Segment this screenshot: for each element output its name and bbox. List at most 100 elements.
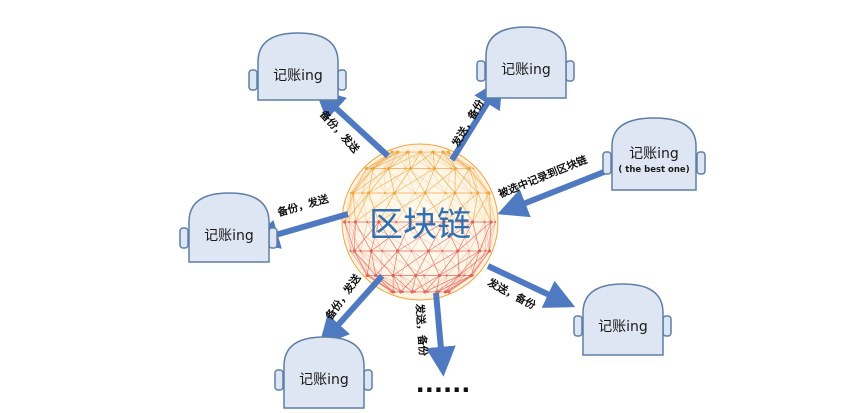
- mesh-line: [348, 192, 354, 223]
- mesh-line: [466, 168, 488, 194]
- mesh-line: [432, 152, 435, 169]
- mesh-line: [414, 168, 430, 194]
- mesh-line: [360, 221, 368, 252]
- mesh-line: [443, 192, 478, 223]
- mesh-line: [350, 168, 371, 194]
- mesh-line: [395, 221, 412, 252]
- mesh-line: [355, 192, 395, 223]
- mesh-line: [368, 275, 404, 293]
- arrow-to-top-right: [449, 77, 503, 162]
- mesh-line: [442, 250, 465, 276]
- node-label-top-right: 记账ing: [501, 62, 551, 78]
- mesh-line: [472, 192, 479, 223]
- mesh-line: [366, 275, 394, 293]
- mesh-line: [488, 192, 496, 223]
- mesh-line: [479, 221, 492, 252]
- mesh-line: [468, 221, 485, 252]
- mesh-node: [471, 220, 475, 224]
- mesh-line: [454, 168, 456, 194]
- mesh-line: [367, 221, 412, 252]
- mesh-node: [469, 273, 473, 278]
- mesh-line: [423, 275, 440, 293]
- mesh-line: [460, 192, 472, 223]
- mesh-line: [415, 250, 458, 276]
- mesh-line: [419, 151, 430, 169]
- mesh-line: [350, 250, 368, 276]
- mesh-node: [489, 220, 493, 224]
- mesh-line: [448, 275, 465, 293]
- mesh-line: [463, 250, 470, 276]
- mesh-node: [445, 274, 448, 277]
- mesh-line: [479, 221, 496, 252]
- mesh-line: [372, 151, 409, 169]
- mesh-line: [344, 221, 361, 252]
- mesh-node: [381, 250, 384, 252]
- mesh-node: [467, 250, 470, 252]
- mesh-line: [489, 221, 496, 252]
- mesh-node: [426, 249, 431, 253]
- arrow-label-to-bottom-right: 发送，备份: [485, 275, 539, 312]
- mesh-line: [466, 168, 472, 194]
- mesh-line: [360, 250, 401, 276]
- mesh-node: [441, 151, 444, 154]
- mesh-line: [362, 168, 385, 194]
- mesh-line: [366, 250, 372, 276]
- mesh-line: [410, 151, 421, 169]
- mesh-node: [359, 250, 362, 252]
- mesh-line: [411, 275, 417, 292]
- mesh-line: [419, 151, 452, 169]
- mesh-line: [360, 250, 382, 276]
- mesh-line: [378, 192, 395, 223]
- mesh-node: [444, 192, 447, 194]
- mesh-line: [392, 275, 402, 293]
- mesh-node: [430, 151, 433, 154]
- mesh-line: [411, 250, 448, 276]
- mesh-line: [410, 192, 456, 223]
- mesh-node: [367, 191, 371, 195]
- mesh-node: [366, 221, 369, 223]
- mesh-node: [353, 220, 357, 224]
- node-label-bottom-left: 记账ing: [299, 372, 349, 388]
- mesh-line: [411, 275, 440, 293]
- mesh-line: [428, 221, 445, 252]
- mesh-node: [419, 150, 423, 154]
- mesh-line: [431, 151, 468, 169]
- mesh-line: [380, 275, 416, 293]
- mesh-line: [367, 192, 386, 223]
- arrow-from-right: [497, 169, 606, 218]
- mesh-line: [394, 168, 411, 194]
- mesh-line: [428, 250, 440, 276]
- mesh-node: [467, 166, 471, 171]
- mesh-node: [343, 220, 347, 224]
- mesh-line: [411, 250, 425, 276]
- mesh-line: [368, 192, 380, 223]
- mesh-node: [426, 290, 429, 293]
- mesh-line: [470, 250, 480, 276]
- mesh-line: [372, 151, 398, 169]
- mesh-node: [374, 273, 378, 278]
- mesh-line: [445, 192, 462, 223]
- arrows: [248, 77, 606, 377]
- blockchain-sphere: 区块链: [341, 143, 499, 301]
- mesh-line: [350, 168, 374, 194]
- mesh-line: [350, 250, 382, 276]
- mesh-line: [360, 250, 370, 276]
- mesh-line: [344, 221, 351, 252]
- mesh-node: [447, 151, 450, 154]
- mesh-node: [413, 192, 416, 194]
- mesh-node: [472, 167, 475, 170]
- mesh-line: [405, 168, 446, 194]
- mesh-line: [486, 192, 496, 223]
- mesh-node: [365, 166, 369, 171]
- mesh-node: [441, 250, 444, 252]
- mesh-node: [484, 250, 487, 252]
- mesh-node: [387, 166, 391, 171]
- mesh-line: [447, 151, 468, 169]
- mesh-node: [414, 290, 417, 293]
- mesh-line: [429, 168, 446, 194]
- mesh-line: [384, 168, 416, 194]
- mesh-line: [384, 192, 397, 223]
- mesh-line: [436, 275, 440, 292]
- mesh-line: [477, 192, 492, 223]
